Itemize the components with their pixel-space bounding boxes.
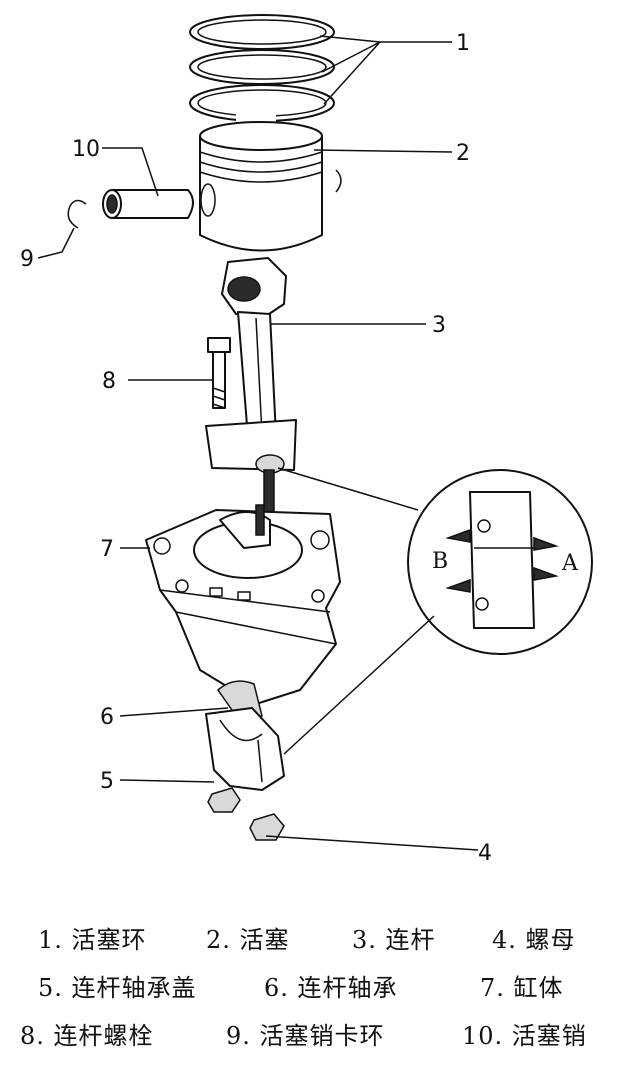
detail-connector-top [277,467,419,511]
connecting-rod [205,257,297,474]
detail-inset: B A [407,469,593,655]
callout-2: 2 [456,141,470,166]
callout-7: 7 [100,537,114,562]
legend-item-1: 1. 活塞环 [38,926,147,954]
connecting-rod-bearing-cap [205,707,285,791]
legend-row-2: 5. 连杆轴承盖 6. 连杆轴承 7. 缸体 [0,960,640,1008]
callout-4: 4 [478,841,492,866]
detail-label-a: A [561,551,579,576]
parts-legend: 1. 活塞环 2. 活塞 3. 连杆 4. 螺母 5. 连杆轴承盖 6. 连杆轴… [0,912,640,1056]
piston-pin [102,189,194,219]
callout-5: 5 [100,769,114,794]
callout-8: 8 [102,369,116,394]
callout-9: 9 [20,247,34,272]
callout-3: 3 [432,313,446,338]
callout-1: 1 [456,31,470,56]
legend-row-1: 1. 活塞环 2. 活塞 3. 连杆 4. 螺母 [0,912,640,960]
detail-label-b: B [432,549,448,574]
piston-rings [189,14,335,123]
cylinder-block [145,504,341,705]
nuts [207,787,285,841]
legend-item-9: 9. 活塞销卡环 [226,1022,385,1050]
leader-lines [37,35,479,851]
legend-item-5: 5. 连杆轴承盖 [38,974,197,1002]
legend-item-7: 7. 缸体 [480,974,564,1002]
legend-item-8: 8. 连杆螺栓 [20,1022,154,1050]
piston [199,121,342,252]
connecting-rod-bolt [207,337,275,519]
legend-item-3: 3. 连杆 [352,926,436,954]
legend-row-3: 8. 连杆螺栓 9. 活塞销卡环 10. 活塞销 [0,1008,640,1056]
callout-10: 10 [72,137,100,162]
connecting-rod-exploded-diagram: B A 1 2 3 4 5 6 7 8 9 10 [20,14,593,866]
detail-connector-bottom [283,615,435,755]
legend-item-10: 10. 活塞销 [462,1022,587,1050]
legend-item-2: 2. 活塞 [206,926,290,954]
legend-item-6: 6. 连杆轴承 [264,974,398,1002]
piston-pin-circlip [67,199,87,229]
legend-item-4: 4. 螺母 [492,926,576,954]
callout-6: 6 [100,705,114,730]
